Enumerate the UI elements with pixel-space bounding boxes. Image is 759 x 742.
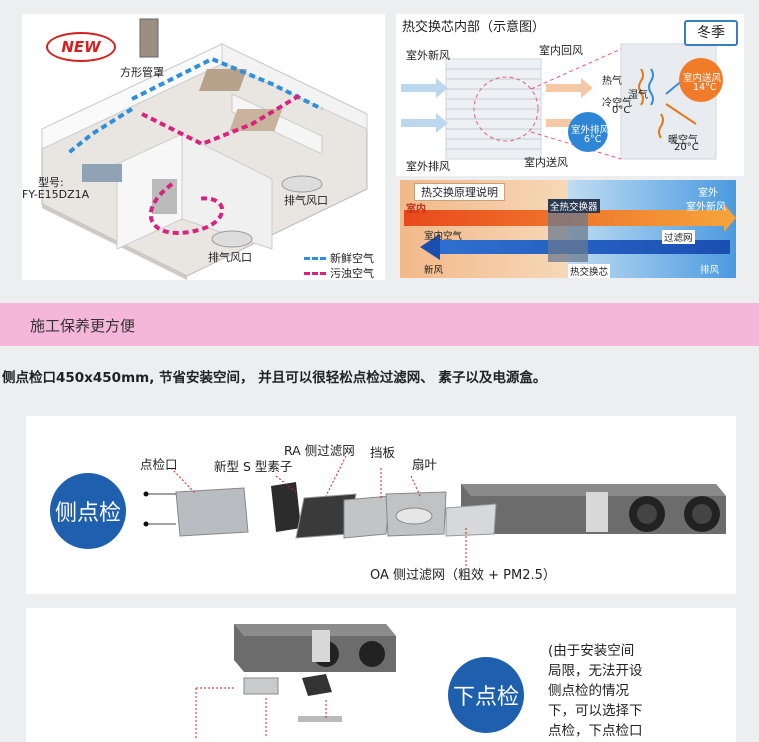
heat-label: 热气	[602, 76, 622, 87]
note-line: 局限，无法开设	[548, 663, 643, 679]
bottom-check-note: (由于安装空间 局限，无法开设 侧点检的情况 下，可以选择下 点检，下点检口	[548, 641, 658, 741]
duct-label: 方形管罩	[120, 66, 164, 79]
side-check-drawing	[143, 455, 726, 568]
bottom-check-panel: 下点检	[26, 608, 736, 742]
note-line: (由于安装空间	[548, 643, 635, 659]
principle-full-exchanger: 全热交换器	[548, 199, 600, 213]
principle-fresh: 新风	[424, 265, 444, 276]
principle-title: 热交换原理说明	[414, 183, 505, 201]
fan-label: 扇叶	[412, 457, 438, 472]
section-title: 施工保养更方便	[30, 317, 136, 335]
exhaust-outlet-label-1: 排气风口	[284, 194, 328, 207]
outdoor-exhaust-label: 室外排风	[406, 160, 450, 173]
core-title: 热交换芯内部（示意图）	[402, 20, 546, 35]
season-badge: 冬季	[684, 20, 738, 46]
new-badge: NEW	[46, 32, 116, 62]
dirty-air-swatch	[304, 271, 326, 275]
section-header-bar: 施工保养更方便	[0, 303, 759, 346]
outdoor-fresh-label: 室外新风	[406, 49, 450, 62]
supply-badge-label: 室内送风	[683, 73, 722, 84]
principle-outdoor: 室外	[698, 188, 718, 199]
principle-filter: 过滤网	[662, 230, 695, 244]
core-diagram-panel: 热交换芯内部（示意图） 室外新风 室内回风 室外排风 室内送风 热气 湿气 冷空…	[396, 14, 744, 176]
principle-outdoor-fresh: 室外新风	[686, 202, 726, 213]
side-check-panel: 侧点检 点检口 新型 S 型素子 RA 侧过滤网 挡板 扇叶 OA 侧过滤网（粗…	[26, 416, 736, 594]
cold-temp-label: 0°C	[612, 105, 631, 116]
inspection-port-label: 点检口	[140, 457, 178, 472]
principle-indoor-air: 室内空气	[424, 231, 463, 242]
principle-indoor: 室内	[406, 204, 426, 215]
note-line: 侧点检的情况	[548, 683, 629, 699]
core-drawing	[401, 43, 723, 160]
bottom-check-circle: 下点检	[448, 657, 524, 733]
model-value: FY-E15DZ1A	[22, 188, 90, 201]
warm-air-label: 暖空气	[668, 135, 698, 146]
indoor-return-label: 室内回风	[539, 44, 583, 57]
exhaust-badge-label: 室外排风	[571, 125, 610, 136]
house-illustration-panel: NEW 方形管罩 型号: FY-E15DZ1A 排气风口 排气风口 新鲜空气 污…	[22, 14, 385, 280]
cold-air-label: 冷空气	[602, 98, 632, 109]
baffle-label: 挡板	[370, 445, 396, 460]
legend-fresh-label: 新鲜空气	[330, 252, 374, 265]
note-line: 点检，下点检口	[548, 723, 643, 739]
bottom-check-drawing	[195, 624, 396, 738]
indoor-supply-label: 室内送风	[524, 156, 568, 169]
exhaust-outlet-label-2: 排气风口	[208, 251, 252, 264]
ra-filter-label: RA 侧过滤网	[284, 443, 355, 458]
supply-temp-label: 14°C	[693, 82, 717, 93]
element-label: 新型 S 型素子	[214, 459, 293, 474]
section-intro-text: 侧点检口450x450mm, 节省安装空间， 并且可以很轻松点检过滤网、 素子以…	[2, 370, 547, 386]
note-line: 下，可以选择下	[548, 703, 643, 719]
legend-fresh: 新鲜空气	[304, 250, 374, 266]
humid-label: 湿气	[628, 90, 648, 101]
principle-core: 热交换芯	[568, 264, 611, 278]
principle-exhaust: 排风	[700, 265, 720, 276]
house-drawing	[41, 18, 368, 280]
warm-temp-label: 20°C	[674, 142, 699, 153]
side-check-circle: 侧点检	[50, 473, 126, 549]
fresh-air-swatch	[304, 256, 326, 260]
model-label: 型号:	[38, 176, 64, 189]
exhaust-temp-label: 6°C	[584, 134, 602, 145]
principle-panel: 热交换原理说明 室内 室外 室外新风 全热交换器 过滤网 室内空气 新风 排风 …	[400, 180, 736, 278]
oa-filter-label: OA 侧过滤网（粗效 + PM2.5）	[370, 568, 556, 583]
legend-dirty: 污浊空气	[304, 265, 374, 281]
legend-dirty-label: 污浊空气	[330, 267, 374, 280]
